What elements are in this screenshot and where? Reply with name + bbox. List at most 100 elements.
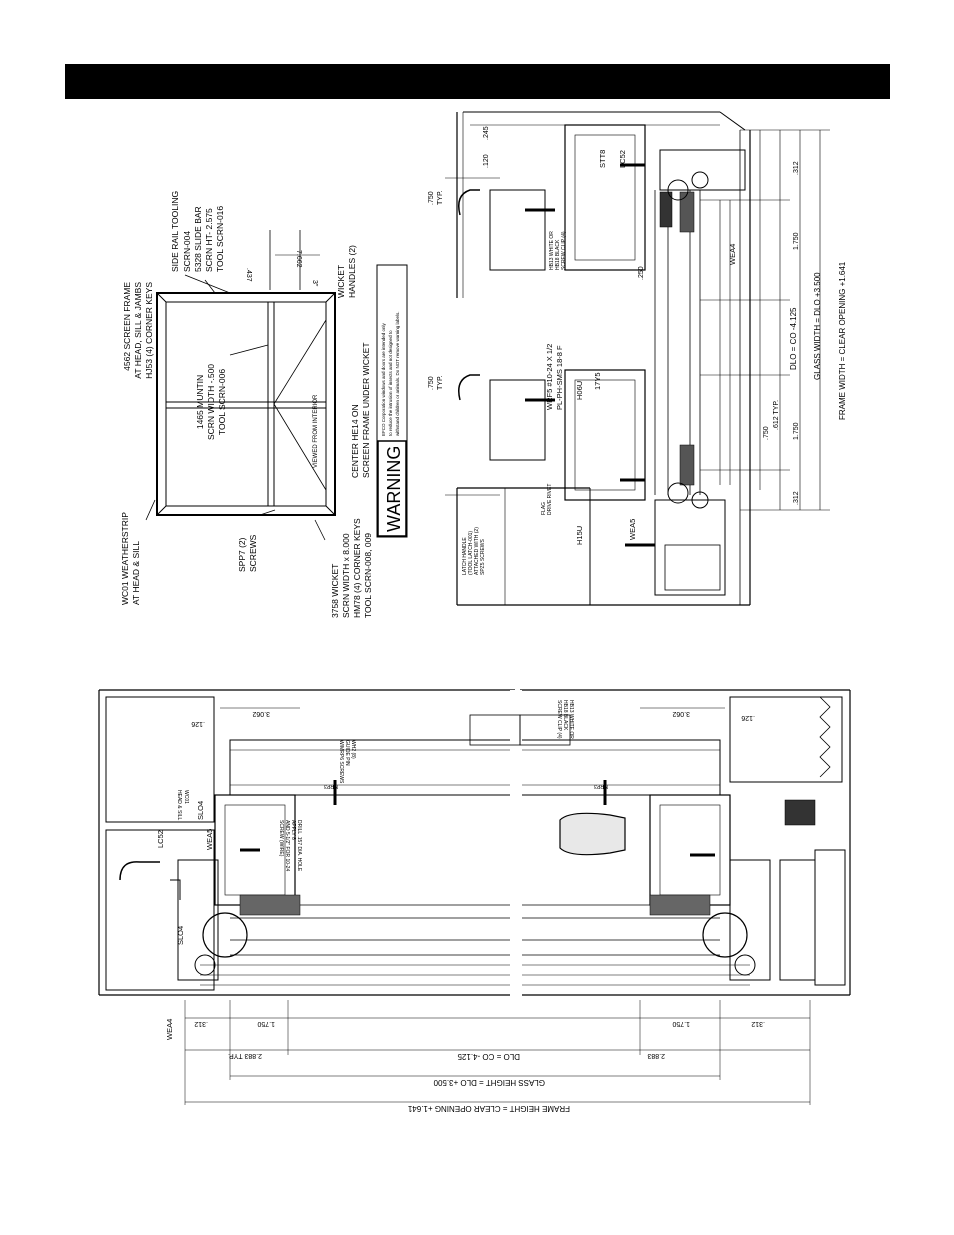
- h-label-latch-4: SPZ5 SCREWS: [480, 538, 486, 575]
- center-note-2: SCREEN FRAME UNDER WICKET: [361, 342, 371, 478]
- h-label-latch-2: (TOOL LATCH-001): [468, 531, 474, 575]
- h-dim-typ-a: TYP.: [437, 190, 444, 205]
- v-dimline-frame: FRAME HEIGHT = CLEAR OPENING +1.641: [407, 1104, 570, 1113]
- h-dimline-glass: GLASS WIDTH = DLO +3.500: [813, 272, 822, 380]
- v-label-hb13-1: HB13 WHITE OR: [568, 700, 574, 739]
- v-label-wea4: WEA4: [165, 1019, 174, 1040]
- v-dim-2883: 2.883: [647, 1052, 665, 1059]
- warning-label: WARNING: [384, 446, 404, 532]
- screen-frame-label-3: HJ53 (4) CORNER KEYS: [144, 282, 154, 379]
- h-label-lc52: LC52: [618, 150, 627, 168]
- h-label-flag-2: DRIVE RIVET: [547, 484, 553, 515]
- screws-label-2: SCREWS: [248, 534, 258, 572]
- v-label-hb13-2: HB18 BLACK: [562, 700, 568, 731]
- side-rail-tooling-label-5: TOOL SCRN-016: [215, 206, 225, 272]
- v-dim-3062-a: 3.062: [252, 710, 270, 717]
- side-rail-tooling-label-1: SIDE RAIL TOOLING: [170, 191, 180, 272]
- center-note-1: CENTER HE14 ON: [350, 404, 360, 478]
- h-label-h06u: H06U: [575, 381, 584, 400]
- dim-437: .437: [245, 268, 252, 282]
- weatherstrip-label-1: WC01 WEATHERSTRIP: [120, 512, 130, 605]
- wicket-label-1: 3758 WICKET: [330, 564, 340, 618]
- h-label-h15u: H15U: [575, 526, 584, 545]
- v-label-slo4-b: SLO4: [176, 926, 185, 945]
- wicket-label-2: SCRN WIDTH x 8.000: [341, 533, 351, 618]
- warning-text-3: withstand children or animals. Do NOT re…: [395, 312, 400, 436]
- v-dim-2883-typ: 2.883 TYP.: [228, 1052, 262, 1059]
- h-label-hb13-3: SCREW CLIP (4): [561, 231, 567, 270]
- h-dim-750-typ-b: .750: [428, 376, 435, 390]
- side-rail-tooling-label-3: 5328 SLIDE BAR: [193, 206, 203, 272]
- h-dim-typ-b: TYP.: [437, 375, 444, 390]
- h-dim-120: .120: [483, 154, 490, 168]
- section-title-bar: [65, 64, 890, 99]
- h-label-pl-ph: PL-PH-SMS 18-8 F: [555, 345, 564, 410]
- h-label-wea4: WEA4: [728, 244, 737, 265]
- h-label-stt8: STT8: [598, 150, 607, 168]
- h-label-flag-1: FLAG: [541, 502, 547, 515]
- h-dimline-frame: FRAME WIDTH = CLEAR OPENING +1.641: [838, 261, 847, 420]
- wicket-label-4: TOOL SCRN-008, 009: [363, 533, 373, 618]
- muntin-label-1: 1465 MUNTIN: [195, 375, 205, 429]
- h-dim-1750-b: 1.750: [793, 422, 800, 440]
- v-label-lc52: LC52: [156, 830, 165, 848]
- h-dim-612: .612 TYP.: [773, 400, 780, 430]
- v-label-wh-3: W/MRP6 SCREWS: [338, 740, 344, 784]
- side-rail-tooling-label-2: SCRN-004: [182, 231, 192, 272]
- v-label-drill-2: APPLY 8: [290, 820, 296, 840]
- v-label-mrp3-b: MRP3: [594, 783, 608, 789]
- v-dimline-glass: GLASS HEIGHT = DLO +3.500: [433, 1078, 545, 1087]
- muntin-label-2: SCRN WIDTH -.500: [206, 364, 216, 440]
- h-label-hb13-2: HB18 BLACK: [555, 239, 561, 270]
- screen-frame-label-1: 4562 SCREEN FRAME: [122, 282, 132, 371]
- v-dim-126-b: .126: [741, 714, 755, 721]
- horizontal-section: [445, 111, 830, 606]
- screen-elevation: SIDE RAIL TOOLING SCRN-004 5328 SLIDE BA…: [120, 191, 408, 618]
- h-dimline-dlo: DLO = CO -4.125: [789, 307, 798, 370]
- weatherstrip-label-2: AT HEAD & SILL: [131, 541, 141, 605]
- v-label-drill-1: DRILL .157 DIA. HOLE: [296, 820, 302, 872]
- v-dimline-dlo: DLO = CO -4.125: [457, 1052, 520, 1061]
- wicket-handles-label-1: WICKET: [336, 265, 346, 298]
- v-label-mrp3-a: MRP3: [324, 783, 338, 789]
- h-label-17y5: 17Y5: [593, 372, 602, 390]
- v-dim-312-a: .312: [194, 1020, 208, 1027]
- h-dim-1750-a: 1.750: [793, 232, 800, 250]
- h-label-wire-screw: WRF5 #10-24 X 1/2: [545, 344, 554, 410]
- wicket-label-3: HM78 (4) CORNER KEYS: [352, 518, 362, 618]
- side-rail-tooling-label-4: SCRN HT- 2.575: [204, 208, 214, 272]
- v-label-drill-4: SCREW (WIRE): [278, 820, 284, 857]
- v-dim-3062-b: 3.062: [672, 710, 690, 717]
- v-label-wh-2: GUIDE PIN: [344, 740, 350, 766]
- v-label-wc01-2: HEAD & SILL: [176, 790, 182, 821]
- dim-7662: 7.662: [295, 250, 302, 268]
- viewed-from-interior-label: VIEWED FROM INTERIOR: [313, 394, 319, 468]
- h-dim-750: .750: [763, 426, 770, 440]
- h-label-wea5: WEA5: [628, 519, 637, 540]
- v-dim-312-b: .312: [751, 1020, 765, 1027]
- screws-label-1: SPP7 (2): [237, 537, 247, 572]
- v-dim-1750-b: 1.750: [672, 1020, 690, 1027]
- h-dim-312-b: .312: [793, 491, 800, 505]
- vertical-section-labels: LC52 WEA5 SLO4 SLO4 WEA4 WC01 HEAD & SIL…: [156, 700, 765, 1113]
- v-label-wc01-1: WC01: [183, 790, 189, 804]
- screen-frame-label-2: AT HEAD, SILL & JAMBS: [133, 282, 143, 379]
- vertical-section: [98, 689, 851, 1105]
- horizontal-section-labels: STT8 LC52 WEA4 WEA5 H15U H06U 17Y5 WRF5 …: [428, 126, 847, 575]
- v-label-wea5: WEA5: [205, 829, 214, 850]
- v-label-drill-3: AND 5-1/2" FOR 10-24: [284, 820, 290, 871]
- h-dim-750-typ-a: .750: [428, 191, 435, 205]
- h-dim-312-a: .312: [793, 161, 800, 175]
- h-label-latch-1: LATCH HANDLE: [462, 537, 468, 575]
- v-dim-126-a: .126: [191, 720, 205, 727]
- wicket-handles-label-2: HANDLES (2): [347, 245, 357, 298]
- warning-text-1: EFCO Corporation windows and doors are i…: [381, 322, 386, 436]
- warning-text-2: to reduce the intrusion of insects and n…: [388, 330, 393, 436]
- v-label-wh-1: WH2 (8): [350, 740, 356, 759]
- v-dim-1750-a: 1.750: [257, 1020, 275, 1027]
- v-label-hb13-3: SCREW CLIP (4): [556, 700, 562, 739]
- h-dim-250: .250: [638, 266, 645, 280]
- dim-3: 3": [311, 280, 318, 287]
- h-label-latch-3: ATTACHED WITH (2): [474, 527, 480, 575]
